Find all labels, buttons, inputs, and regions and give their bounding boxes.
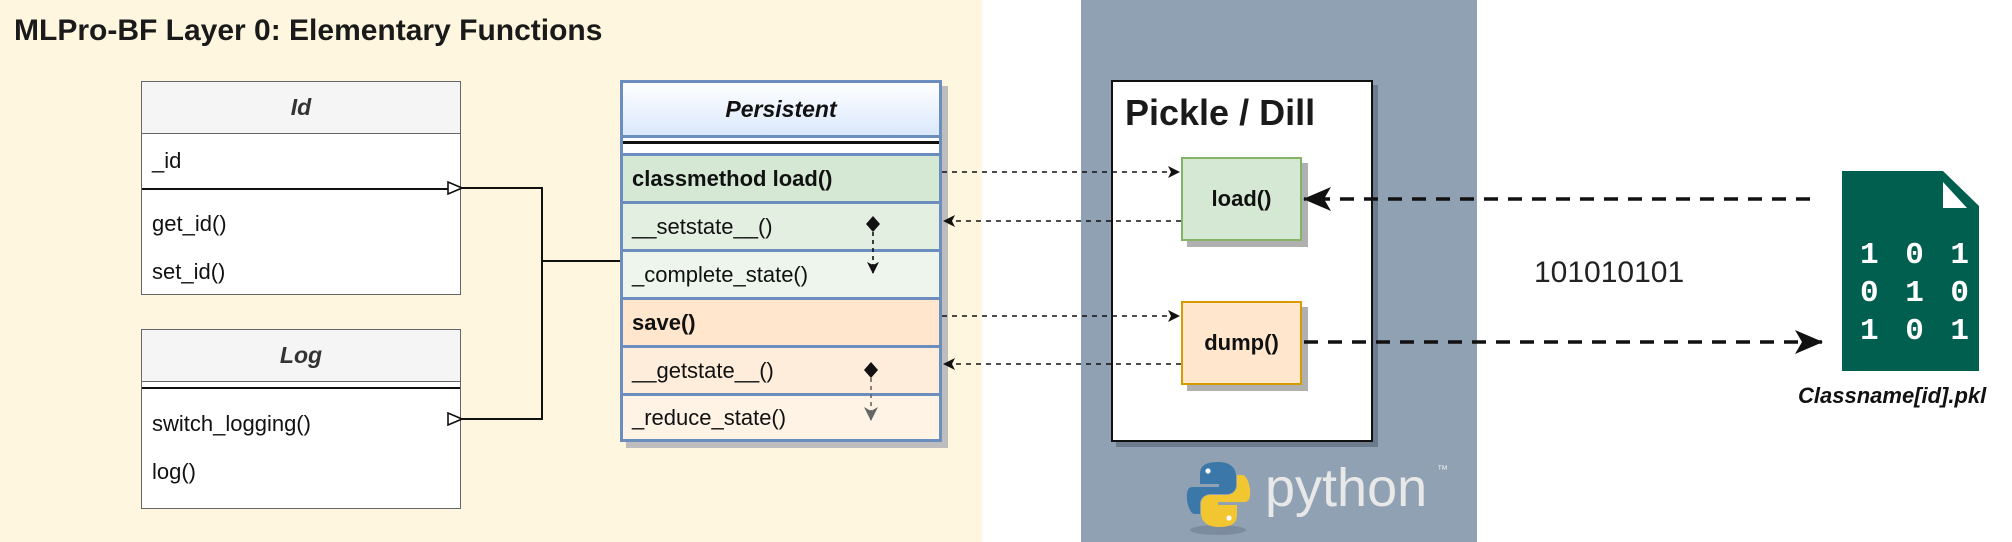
persistent-row-complete-state[interactable]: _complete_state() xyxy=(623,249,939,297)
uml-class-log[interactable]: Log switch_logging() log() xyxy=(141,329,461,509)
persistent-row-save[interactable]: save() xyxy=(623,297,939,345)
layer0-panel-title: MLPro-BF Layer 0: Elementary Functions xyxy=(14,14,603,47)
persistent-row-getstate[interactable]: __getstate__() xyxy=(623,345,939,393)
file-bits-row-2: 0 1 0 xyxy=(1860,276,1974,311)
class-log-separator xyxy=(142,387,460,389)
pickle-file-icon xyxy=(1842,171,1979,371)
class-id-attribute: _id xyxy=(152,148,182,173)
pickle-dump-box[interactable]: dump() xyxy=(1181,301,1302,385)
class-id-method-get-id: get_id() xyxy=(152,211,227,236)
file-bits-row-1: 1 0 1 xyxy=(1860,238,1974,273)
class-persistent-name: Persistent xyxy=(623,83,939,138)
uml-class-persistent[interactable]: Persistent classmethod load() __setstate… xyxy=(620,80,942,442)
persistent-row-reduce-state[interactable]: _reduce_state() xyxy=(623,393,939,439)
class-id-method-set-id: set_id() xyxy=(152,259,226,284)
file-bits-row-3: 1 0 1 xyxy=(1860,314,1974,349)
pickle-load-box[interactable]: load() xyxy=(1181,157,1302,241)
file-caption: Classname[id].pkl xyxy=(1798,383,1987,408)
arrow-setstate-to-complete-state xyxy=(866,216,880,274)
binary-data-label: 101010101 xyxy=(1534,256,1685,289)
python-logo-text: python xyxy=(1265,458,1428,518)
class-log-name: Log xyxy=(142,330,460,382)
persistent-row-classmethod-load[interactable]: classmethod load() xyxy=(623,153,939,201)
class-id-separator xyxy=(142,188,460,190)
class-id-name: Id xyxy=(142,82,460,134)
class-log-method-switch-logging: switch_logging() xyxy=(152,411,311,436)
persistent-row-setstate[interactable]: __setstate__() xyxy=(623,201,939,249)
class-persistent-separator xyxy=(623,141,939,144)
python-logo-icon xyxy=(1186,462,1251,535)
arrow-getstate-to-reduce-state xyxy=(864,362,878,421)
python-trademark: ™ xyxy=(1437,464,1448,476)
pickle-dill-title: Pickle / Dill xyxy=(1125,92,1316,133)
class-log-method-log: log() xyxy=(152,459,197,484)
inheritance-connector xyxy=(462,188,620,419)
